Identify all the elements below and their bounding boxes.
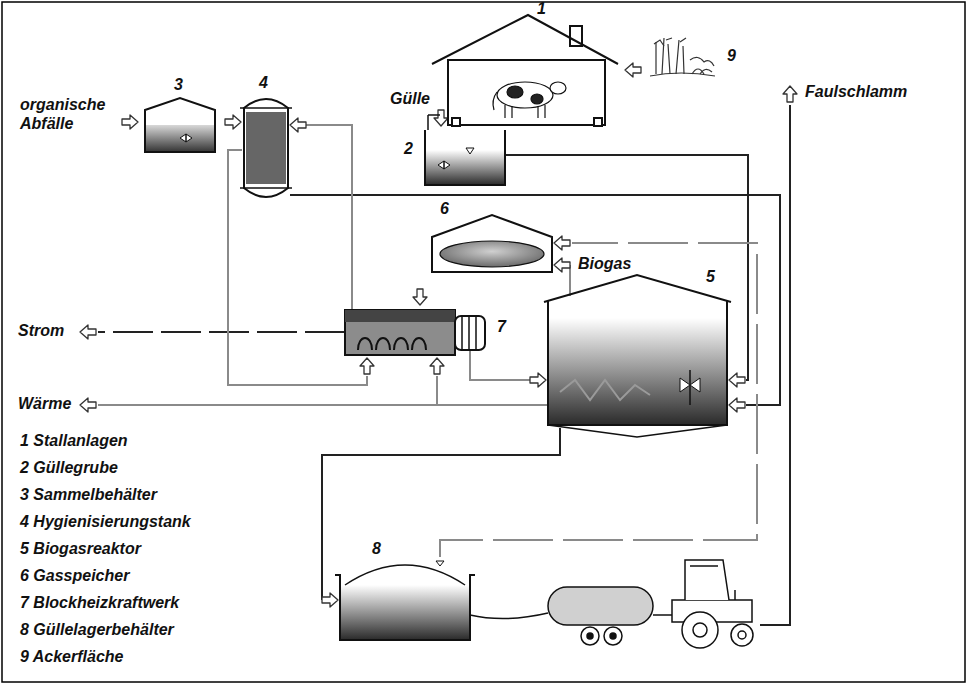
stable-building (432, 15, 618, 126)
gas-storage (432, 215, 552, 272)
callout-number: 4 (259, 74, 268, 93)
heat-gas-pipes (98, 125, 757, 557)
key-entry: 9 Ackerfläche (20, 648, 123, 667)
chp-unit (345, 310, 485, 355)
flow-label: Biogas (578, 255, 631, 274)
flow-label: Faulschlamm (805, 83, 907, 102)
callout-number: 3 (174, 76, 183, 95)
flow-label: Gülle (390, 90, 430, 109)
tanker-tractor (470, 560, 753, 648)
key-entry: 6 Gasspeicher (20, 567, 129, 586)
key-entry: 3 Sammelbehälter (20, 486, 157, 505)
callout-number: 5 (706, 268, 715, 287)
collecting-tank (145, 98, 215, 152)
key-entry: 2 Güllegrube (20, 459, 118, 478)
callout-number: 8 (372, 540, 381, 559)
key-entry: 5 Biogasreaktor (20, 540, 141, 559)
biogas-reactor (544, 275, 731, 437)
key-entry: 1 Stallanlagen (20, 432, 128, 451)
callout-number: 6 (440, 200, 449, 219)
slurry-pit (425, 115, 505, 185)
hygienisation-tank (240, 99, 292, 197)
power-line (98, 331, 345, 333)
key-entry: 4 Hygienisierungstank (20, 513, 191, 532)
flow-label: Strom (18, 322, 64, 341)
key-entry: 8 Güllelagerbehälter (20, 621, 174, 640)
flow-label: organische Abfälle (20, 96, 116, 134)
callout-number: 9 (727, 47, 736, 66)
flow-label: Wärme (18, 395, 71, 414)
callout-number: 2 (404, 140, 413, 159)
slurry-pipes (290, 105, 790, 625)
key-entry: 7 Blockheizkraftwerk (20, 594, 179, 613)
storage-tank (335, 561, 475, 640)
callout-number: 1 (537, 0, 546, 19)
callout-number: 7 (497, 318, 506, 337)
field-plants (650, 38, 715, 76)
cow (493, 82, 566, 118)
